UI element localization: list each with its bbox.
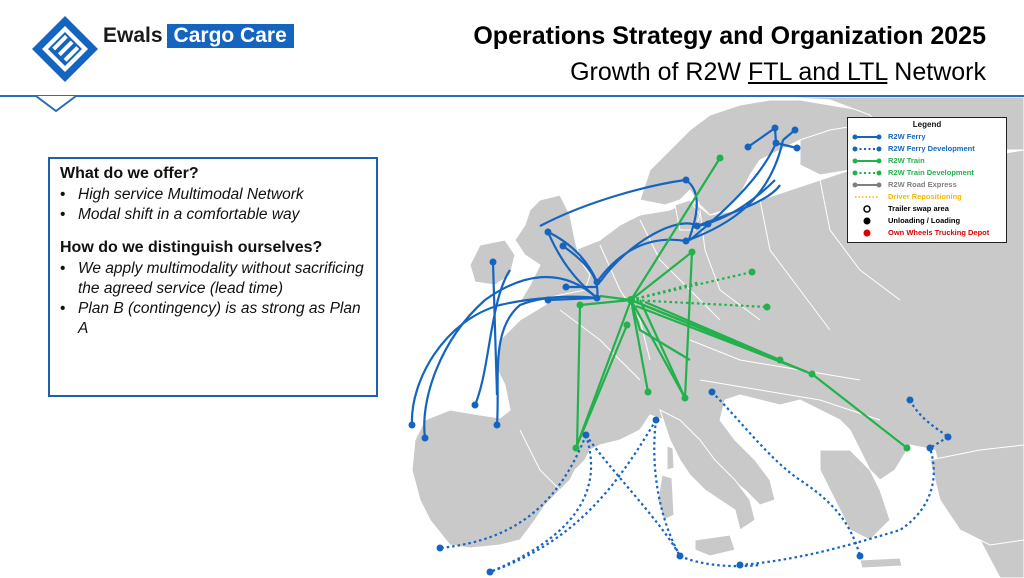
legend-item-train: R2W Train [852,155,925,166]
crete-land [859,557,903,569]
legend-label: Own Wheels Trucking Depot [888,228,990,237]
sicily-land [694,534,736,557]
corsica-land [666,445,675,471]
legend-label: R2W Road Express [888,180,957,189]
driver-line-icon [855,195,879,198]
legend-label: Driver Repositioning [888,192,962,201]
subtitle-pre: Growth of R2W [570,58,748,86]
ferry-line-icon [852,134,882,139]
offer-list-item: Modal shift in a comfortable way [60,205,366,225]
brand-part2: Cargo Care [166,24,294,48]
legend-label: R2W Train [888,156,925,165]
ring-icon [863,204,871,213]
train-development-routes [630,270,768,309]
slide-title: Operations Strategy and Organization 202… [473,22,986,50]
turkey-land [929,444,1024,546]
brand-part1: Ewals [103,24,163,47]
legend-label: Trailer swap area [888,204,949,213]
distinguish-list: We apply multimodality without sacrifici… [60,259,366,339]
legend-item-depot: Own Wheels Trucking Depot [852,227,989,238]
legend-title: Legend [912,120,942,129]
italy-land [659,409,756,531]
train-dev-line-icon [852,170,882,175]
legend-item-swap: Trailer swap area [852,203,949,214]
brand-name: Ewals Cargo Care [103,24,294,48]
black-dot-icon [863,217,871,224]
distinguish-list-item: Plan B (contingency) is as strong as Pla… [60,299,366,339]
map-legend: Legend R2W Ferry R2W Ferry Development R… [847,117,1007,243]
legend-item-ferry: R2W Ferry [852,131,926,142]
distinguish-list-item: We apply multimodality without sacrifici… [60,259,366,299]
offer-list-item: High service Multimodal Network [60,185,366,205]
subtitle-underlined: FTL and LTL [747,58,888,86]
road-line-icon [852,182,882,187]
legend-item-road: R2W Road Express [852,179,957,190]
legend-item-ferry-dev: R2W Ferry Development [852,143,975,154]
header-divider [0,95,1024,97]
legend-label: R2W Ferry [888,132,926,141]
ferry-dev-line-icon [852,146,882,151]
legend-item-loading: Unloading / Loading [852,215,960,226]
legend-label: R2W Train Development [888,168,974,177]
sardinia-land [657,474,675,521]
train-terminals [572,154,911,452]
offer-box: What do we offer? High service Multimoda… [48,157,378,397]
offer-heading: What do we offer? [60,165,199,182]
subtitle-post: Network [887,58,986,86]
slide-subtitle: Growth of R2W FTL and LTL Network [570,58,986,87]
train-line-icon [852,158,882,163]
legend-label: R2W Ferry Development [888,144,975,153]
land-masses [411,97,1024,578]
legend-label: Unloading / Loading [888,216,961,225]
offer-list: High service Multimodal Network Modal sh… [60,185,366,225]
legend-item-driver: Driver Repositioning [852,191,962,202]
header-notch [36,95,77,113]
europe-network-map [408,97,1024,578]
ewals-logo-icon [32,16,98,82]
header: Ewals Cargo Care Operations Strategy and… [0,0,1024,96]
distinguish-heading: How do we distinguish ourselves? [60,239,323,256]
legend-item-train-dev: R2W Train Development [852,167,974,178]
red-dot-icon [863,229,871,236]
ferry-terminals [408,124,952,576]
